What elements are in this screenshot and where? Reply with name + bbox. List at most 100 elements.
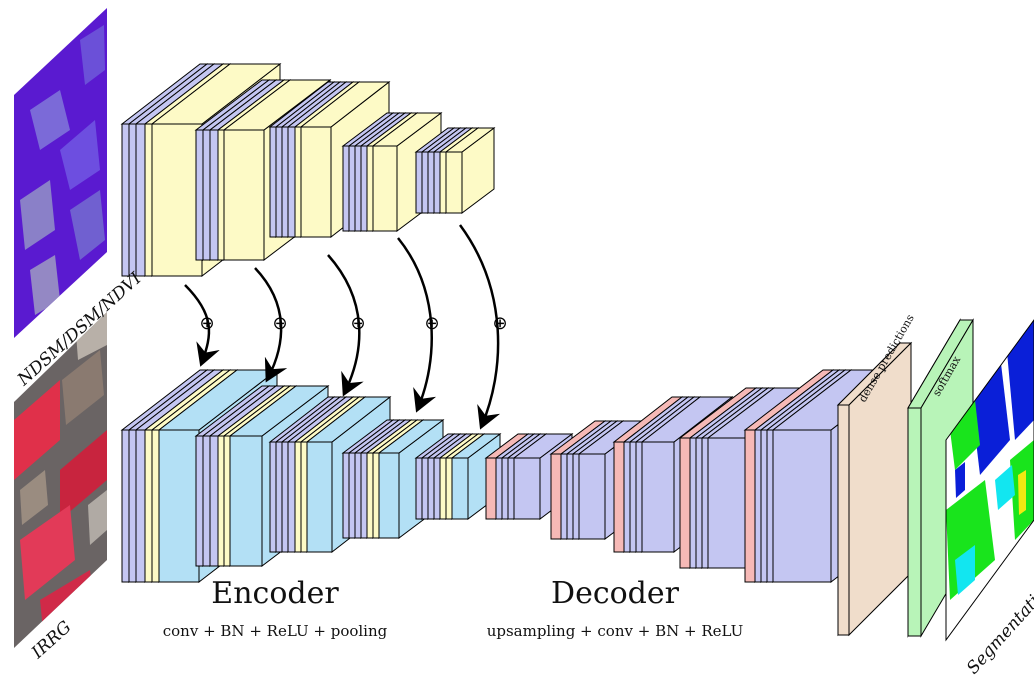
decoder-block-5-slab-4-front xyxy=(766,429,774,583)
fusion-symbol-5: ⊕ xyxy=(492,313,507,334)
decoder-block-2-slab-2-front xyxy=(560,453,568,540)
decoder-block-5-slab-3-front xyxy=(760,429,768,583)
decoder-block-3-slab-3-front xyxy=(629,441,637,553)
encoder-title: Encoder xyxy=(211,576,339,611)
top-block-4-slab-4-front xyxy=(360,145,368,232)
bottom-block-5-slab-1-front xyxy=(415,457,423,520)
fusion-arrow-4 xyxy=(397,237,437,413)
bottom-block-3-slab-3-front xyxy=(281,441,289,553)
fusion-symbol-1: ⊕ xyxy=(199,313,214,334)
top-block-2-slab-1-front xyxy=(195,129,204,261)
fusion-symbol-4: ⊕ xyxy=(424,313,439,334)
top-block-4-slab-5-front xyxy=(366,145,374,232)
fusion-arrow-3 xyxy=(327,254,364,397)
top-block-2-slab-5-front xyxy=(223,129,265,261)
bottom-block-4-slab-4-front xyxy=(360,452,368,539)
bottom-block-1-slab-2-front xyxy=(128,429,137,583)
decoder-block-1-slab-5-front xyxy=(513,457,541,520)
bottom-block-3-slab-2-front xyxy=(275,441,283,553)
fusion-symbol-2: ⊕ xyxy=(272,313,287,334)
decoder-block-4-slab-3-front xyxy=(695,437,703,569)
bottom-block-3-slab-1-front xyxy=(269,441,277,553)
decoder-block-1-slab-1-front xyxy=(485,457,497,520)
bottom-block-3-slab-7-front xyxy=(306,441,333,553)
fusion-symbol-3: ⊕ xyxy=(350,313,365,334)
bottom-block-2-slab-2-front xyxy=(202,435,211,567)
top-block-5-slab-5-front xyxy=(439,151,447,214)
top-block-2-slab-4-front xyxy=(217,129,225,261)
bottom-block-5-slab-3-front xyxy=(427,457,435,520)
decoder-block-4-slab-2-front xyxy=(689,437,697,569)
decoder-block-2-slab-5-front xyxy=(578,453,606,540)
decoder-block-5-slab-2-front xyxy=(754,429,762,583)
bottom-block-4-slab-3-front xyxy=(354,452,362,539)
fusion-arrow-1 xyxy=(184,284,220,367)
decoder-block-2-slab-1-front xyxy=(550,453,562,540)
top-block-1-slab-4-front xyxy=(144,123,153,277)
decoder-block-5-slab-5-front xyxy=(772,429,832,583)
decoder-block-3-slab-1-front xyxy=(613,441,625,553)
bottom-block-5-slab-5-front xyxy=(439,457,447,520)
decoder-block-2-slab-3-front xyxy=(566,453,574,540)
bottom-block-1-slab-4-front xyxy=(144,429,153,583)
bottom-block-2-slab-1-front xyxy=(195,435,204,567)
decoder-block-1-slab-4-front xyxy=(507,457,515,520)
bottom-block-4-slab-1-front xyxy=(342,452,350,539)
top-block-3-slab-1-front xyxy=(269,126,277,238)
top-block-4-slab-2-front xyxy=(348,145,356,232)
top-block-4-slab-3-front xyxy=(354,145,362,232)
decoder-block-4-slab-4-front xyxy=(701,437,709,569)
top-block-5-slab-6-front xyxy=(445,151,463,214)
fusion-arrows xyxy=(184,224,501,430)
top-block-2-slab-3-front xyxy=(209,129,219,261)
bottom-block-1-slab-5-front xyxy=(151,429,160,583)
fusion-arrow-5 xyxy=(458,224,501,430)
top-block-5-slab-4-front xyxy=(433,151,441,214)
bottom-block-3-slab-6-front xyxy=(300,441,308,553)
decoder-block-3-slab-2-front xyxy=(623,441,631,553)
top-block-3-slab-6-front xyxy=(300,126,332,238)
bottom-block-5-slab-6-front xyxy=(445,457,453,520)
top-block-5-slab-3-front xyxy=(427,151,435,214)
top-block-4-slab-6-front xyxy=(372,145,398,232)
decoder-stream xyxy=(484,368,911,584)
encoder-subtitle: conv + BN + ReLU + pooling xyxy=(162,622,388,640)
bottom-block-5-slab-7-front xyxy=(451,457,469,520)
top-block-1-slab-1-front xyxy=(121,123,130,277)
top-block-3-slab-3-front xyxy=(281,126,289,238)
top-block-4-slab-1-front xyxy=(342,145,350,232)
decoder-block-5-slab-1-front xyxy=(744,429,756,583)
top-block-3-slab-5-front xyxy=(294,126,302,238)
bottom-block-3-slab-5-front xyxy=(294,441,302,553)
fusion-symbols: ⊕ ⊕ ⊕ ⊕ ⊕ xyxy=(199,313,507,334)
bottom-block-1-slab-3-front xyxy=(135,429,146,583)
decoder-block-3-slab-4-front xyxy=(635,441,643,553)
decoder-block-3-slab-5-front xyxy=(641,441,675,553)
bottom-block-2-slab-6-front xyxy=(229,435,263,567)
decoder-title: Decoder xyxy=(551,576,679,611)
decoder-block-1-slab-2-front xyxy=(495,457,503,520)
bottom-block-1-slab-6-front xyxy=(158,429,200,583)
top-block-5-slab-2-front xyxy=(421,151,429,214)
bottom-block-2-slab-3-front xyxy=(209,435,219,567)
bottom-block-4-slab-6-front xyxy=(372,452,380,539)
top-block-1-slab-3-front xyxy=(135,123,146,277)
decoder-block-4-slab-1-front xyxy=(679,437,691,569)
bottom-block-1-slab-1-front xyxy=(121,429,130,583)
top-block-3-slab-2-front xyxy=(275,126,283,238)
top-block-1-slab-5-front xyxy=(151,123,203,277)
dense-predictions-block xyxy=(836,341,913,637)
input-image-ndsm xyxy=(14,8,107,338)
bottom-block-2-slab-4-front xyxy=(217,435,225,567)
bottom-block-4-slab-5-front xyxy=(366,452,374,539)
decoder-block-1-slab-3-front xyxy=(501,457,509,520)
decoder-block-2-slab-4-front xyxy=(572,453,580,540)
decoder-subtitle: upsampling + conv + BN + ReLU xyxy=(486,622,744,640)
top-block-3-slab-4-front xyxy=(287,126,296,238)
top-block-5-slab-1-front xyxy=(415,151,423,214)
top-block-1-slab-2-front xyxy=(128,123,137,277)
encoder-bottom-stream xyxy=(120,368,502,584)
bottom-block-4-slab-2-front xyxy=(348,452,356,539)
